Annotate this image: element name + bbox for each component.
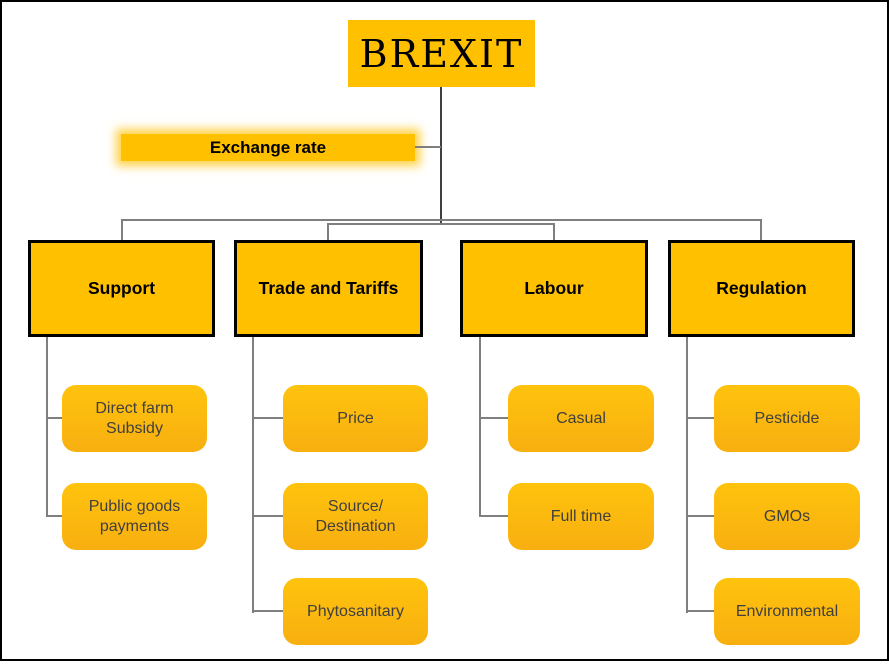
- child-node-label: Pesticide: [754, 409, 820, 427]
- child-node-label: Source/ Destination: [315, 497, 396, 535]
- child-node-environmental: Environmental: [714, 578, 860, 645]
- float-node-exchange-rate: Exchange rate: [121, 134, 415, 161]
- connector-drop-support: [121, 219, 123, 240]
- connector-drop-regulation: [760, 219, 762, 240]
- branch-node-support: Support: [28, 240, 215, 337]
- connector-regulation-stub-3: [686, 610, 715, 612]
- child-node-gmos: GMOs: [714, 483, 860, 550]
- child-node-phytosanitary: Phytosanitary: [283, 578, 428, 645]
- connector-drop-trade: [327, 223, 329, 240]
- child-node-price: Price: [283, 385, 428, 452]
- child-node-label: Phytosanitary: [307, 602, 404, 620]
- connector-support-stub-1: [46, 417, 62, 419]
- root-node-brexit: BREXIT: [348, 20, 535, 87]
- child-node-label: Direct farm Subsidy: [95, 399, 174, 437]
- child-node-direct-farm-subsidy: Direct farm Subsidy: [62, 385, 207, 452]
- connector-exchange-rate: [415, 146, 441, 148]
- branch-node-label: Support: [87, 278, 156, 298]
- child-node-label: Environmental: [735, 602, 839, 620]
- connector-root-vertical: [440, 87, 442, 224]
- child-node-full-time: Full time: [508, 483, 654, 550]
- connector-trade-stub-3: [252, 610, 283, 612]
- branch-node-labour: Labour: [460, 240, 648, 337]
- connector-drop-labour: [553, 223, 555, 240]
- branch-node-label: Trade and Tariffs: [258, 278, 399, 298]
- connector-labour-stub-2: [479, 515, 508, 517]
- child-node-label: Casual: [556, 409, 606, 427]
- connector-trade-stub-2: [252, 515, 283, 517]
- connector-labour-vertical: [479, 337, 481, 517]
- child-node-pesticide: Pesticide: [714, 385, 860, 452]
- child-node-source-destination: Source/ Destination: [283, 483, 428, 550]
- connector-support-vertical: [46, 337, 48, 517]
- connector-trade-stub-1: [252, 417, 283, 419]
- child-node-label: Price: [337, 409, 374, 427]
- child-node-public-goods-payments: Public goods payments: [62, 483, 207, 550]
- connector-rail-inner: [327, 223, 555, 225]
- child-node-label: Full time: [550, 507, 612, 525]
- connector-regulation-stub-1: [686, 417, 715, 419]
- branch-node-label: Regulation: [716, 278, 807, 298]
- child-node-label: GMOs: [763, 507, 811, 525]
- root-node-label: BREXIT: [359, 31, 524, 76]
- branch-node-regulation: Regulation: [668, 240, 855, 337]
- connector-support-stub-2: [46, 515, 62, 517]
- connector-rail-outer: [121, 219, 762, 221]
- connector-labour-stub-1: [479, 417, 508, 419]
- float-node-label: Exchange rate: [209, 137, 327, 157]
- connector-trade-vertical: [252, 337, 254, 613]
- connector-regulation-stub-2: [686, 515, 715, 517]
- child-node-label: Public goods payments: [88, 497, 181, 535]
- child-node-casual: Casual: [508, 385, 654, 452]
- branch-node-label: Labour: [524, 278, 584, 298]
- connector-regulation-vertical: [686, 337, 688, 613]
- branch-node-trade-and-tariffs: Trade and Tariffs: [234, 240, 423, 337]
